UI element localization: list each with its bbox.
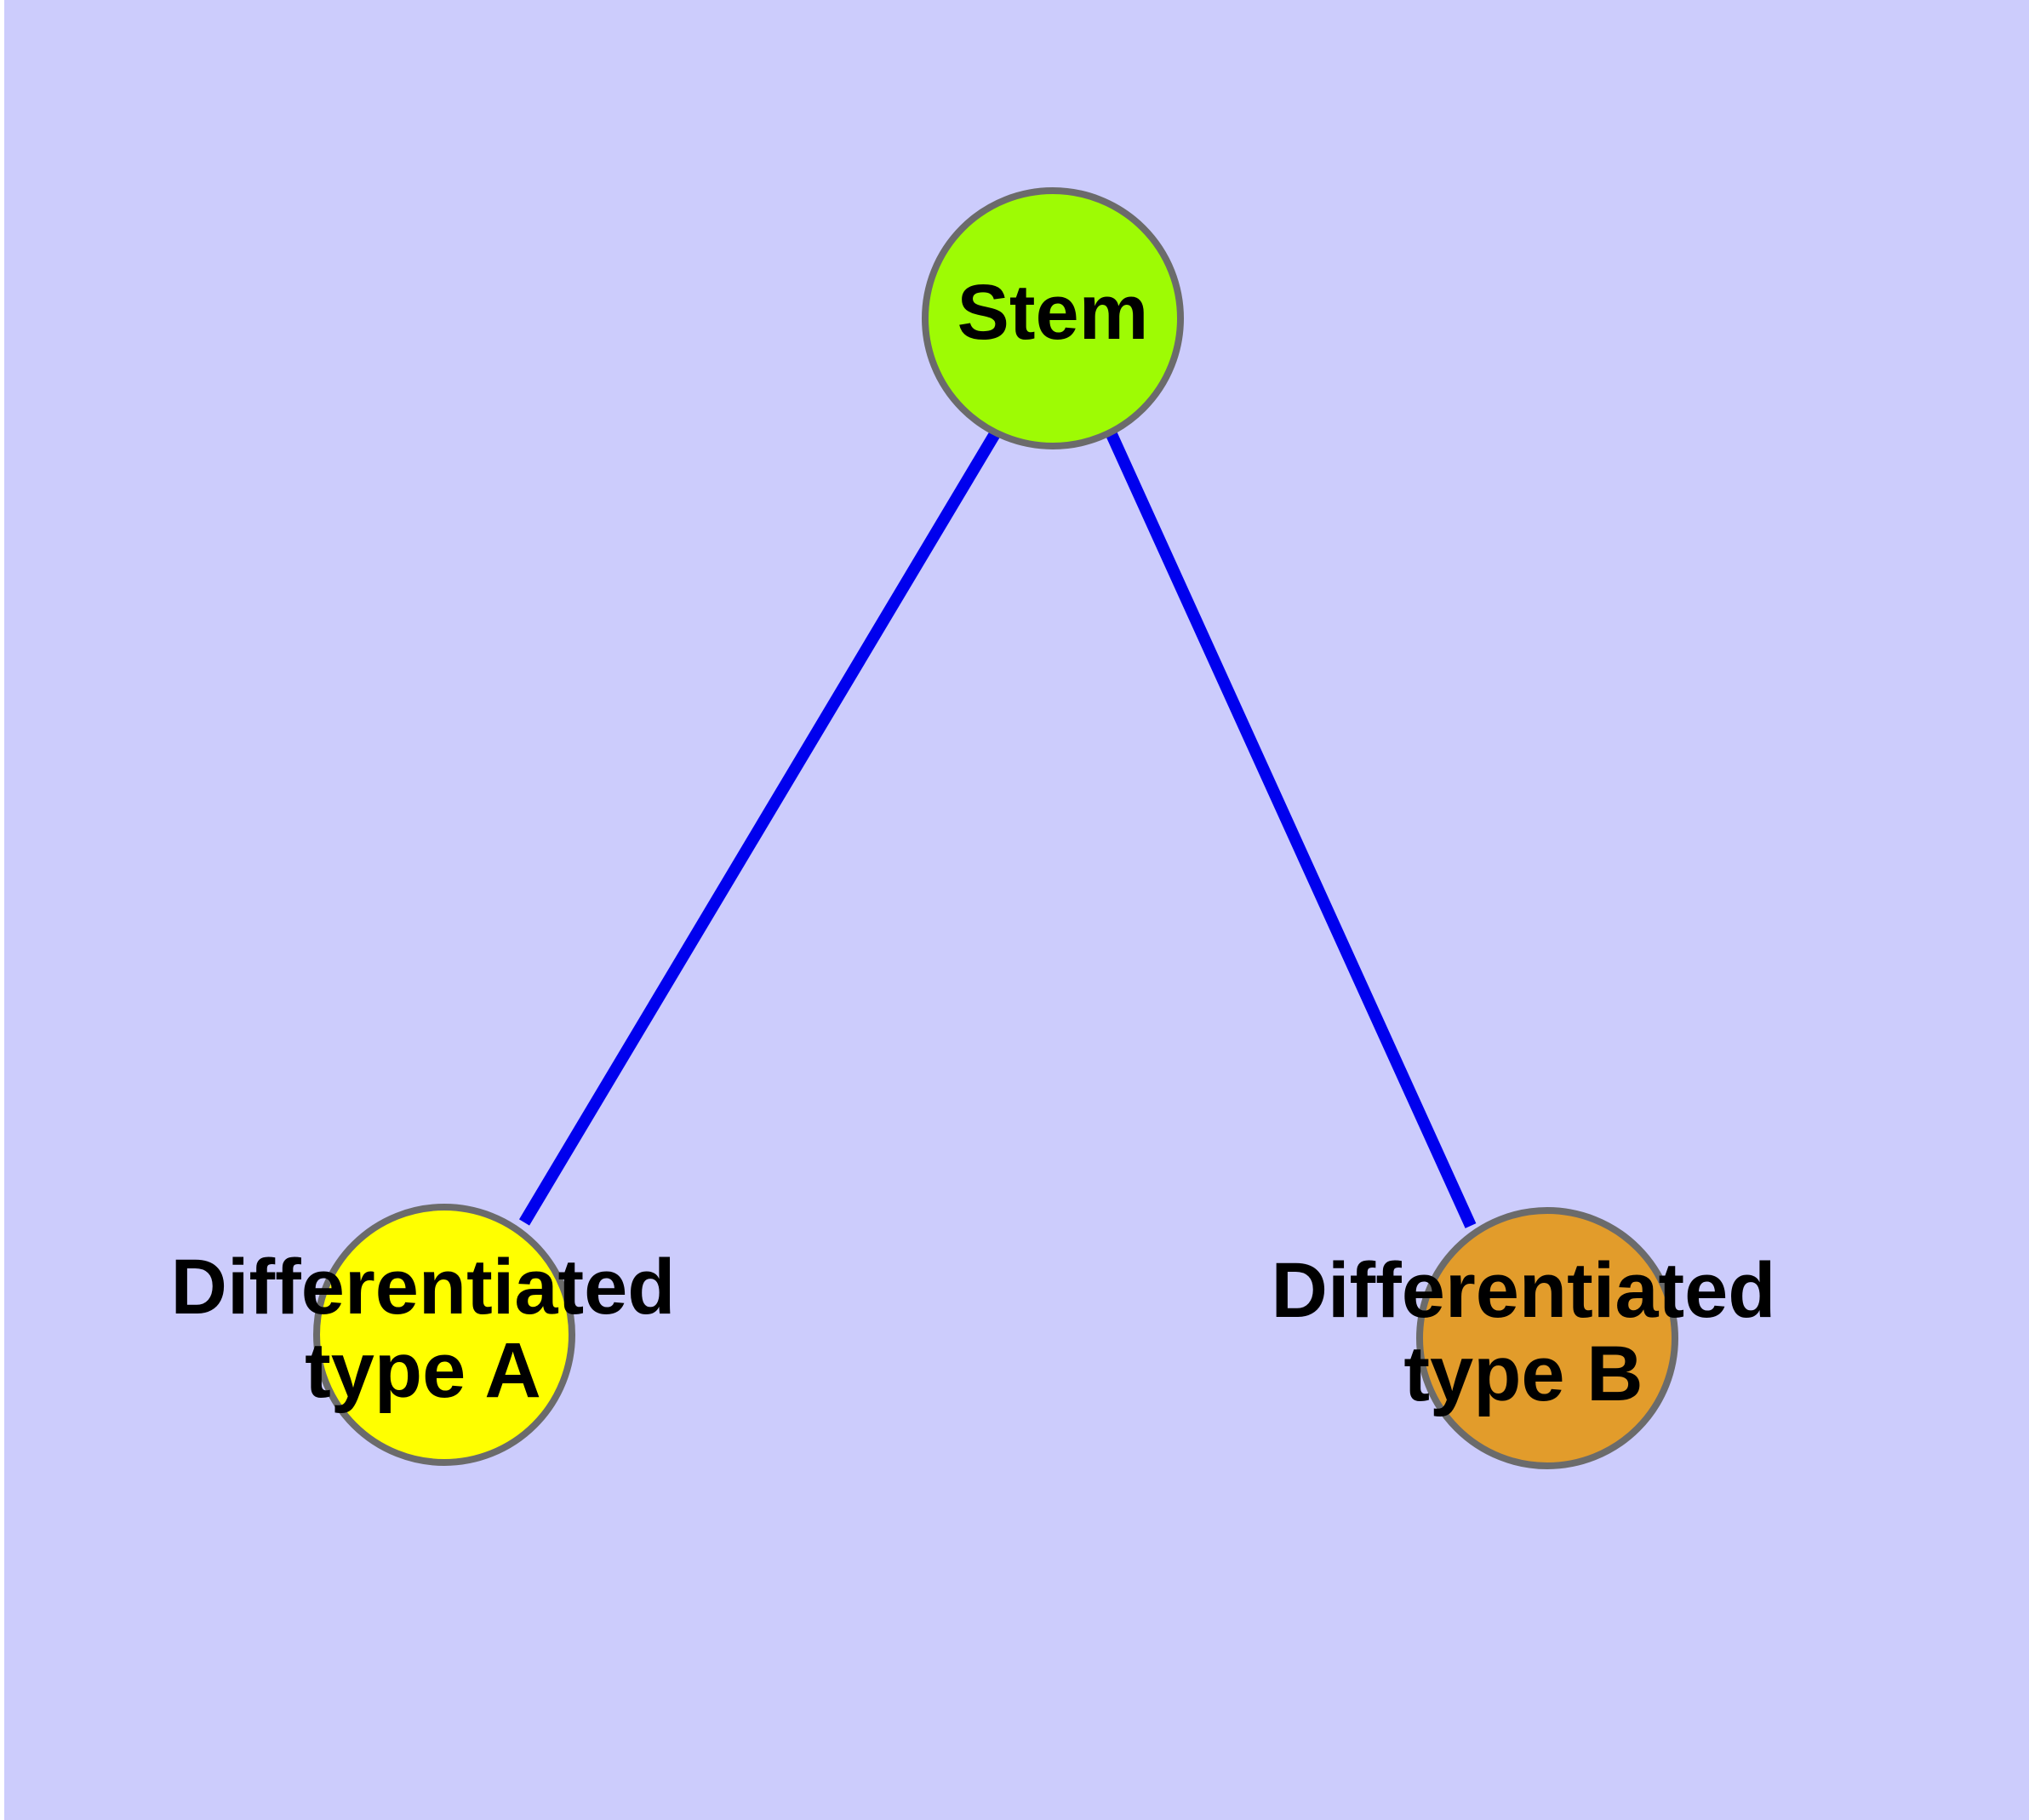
differentiated-type-b-node-circle[interactable] bbox=[1416, 1207, 1678, 1469]
differentiated-type-a-node-circle[interactable] bbox=[313, 1204, 575, 1466]
edge-stem-to-differentiated-type-b[interactable] bbox=[1105, 430, 1477, 1228]
stem-node-circle[interactable] bbox=[922, 187, 1184, 449]
edge-layer bbox=[518, 429, 1477, 1228]
edge-stem-to-differentiated-type-a[interactable] bbox=[518, 429, 1002, 1226]
node-stem[interactable]: Stem bbox=[922, 187, 1184, 449]
stem-node-label: Stem bbox=[957, 269, 1149, 356]
